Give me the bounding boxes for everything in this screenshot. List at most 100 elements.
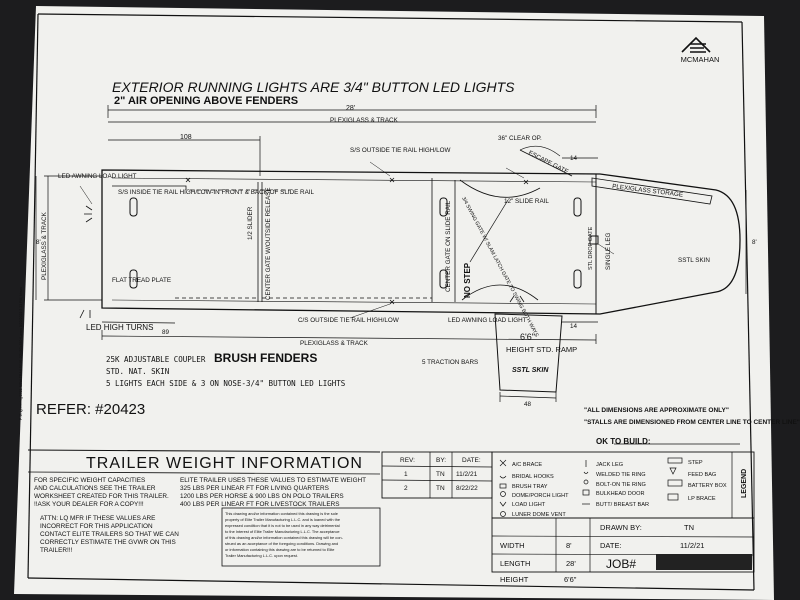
svg-text:LUNER DOME VENT: LUNER DOME VENT: [512, 512, 566, 518]
spec-fenders: BRUSH FENDERS: [214, 351, 317, 365]
svg-text:WIDTH: WIDTH: [500, 541, 525, 550]
dim-ramp-width: 48: [524, 401, 532, 408]
spec-skin: STD. NAT. SKIN: [106, 367, 169, 376]
svg-text:11/2/21: 11/2/21: [680, 541, 704, 550]
dim-left-width: 8': [36, 239, 41, 246]
spec-lights: 5 LIGHTS EACH SIDE & 3 ON NOSE-3/4" BUTT…: [106, 379, 346, 388]
svg-text:ELITE TRAILER USES THESE VALUE: ELITE TRAILER USES THESE VALUES TO ESTIM…: [180, 477, 366, 484]
label-led-awning-top: LED AWNING LOAD LIGHT: [58, 173, 137, 180]
disclaimer-approx: "ALL DIMENSIONS ARE APPROXIMATE ONLY": [584, 407, 729, 414]
dim-14-bottom: 14: [570, 323, 578, 330]
led-light-markers: [79, 177, 529, 319]
svg-text:expressed condition that it is: expressed condition that it is not to be…: [225, 523, 340, 528]
svg-text:A/C BRACE: A/C BRACE: [512, 462, 542, 468]
label-cs-outside-tie: C/S OUTSIDE TIE RAIL HIGH/LOW: [298, 317, 399, 324]
logo-mark: [681, 36, 711, 53]
weight-right-text: ELITE TRAILER USES THESE VALUES TO ESTIM…: [180, 477, 366, 508]
weight-left-text: FOR SPECIFIC WEIGHT CAPACITIES AND CALCU…: [34, 477, 169, 508]
svg-text:DOME/PORCH LIGHT: DOME/PORCH LIGHT: [512, 493, 569, 499]
svg-text:6'6": 6'6": [564, 575, 577, 584]
label-plexiglass-top: PLEXIGLASS & TRACK: [330, 117, 399, 124]
svg-text:TN: TN: [436, 471, 445, 478]
svg-text:REV:: REV:: [400, 457, 415, 464]
svg-text:property of Elite Trailer Manu: property of Elite Trailer Manufacturing …: [225, 517, 340, 522]
label-plexiglass-bottom: PLEXIGLASS & TRACK: [300, 340, 369, 347]
disclaimer-stalls: "STALLS ARE DIMENSIONED FROM CENTER LINE…: [584, 419, 800, 426]
legend-col-3: STEP FEED BAG BATTERY BOX LP BRACE: [688, 460, 727, 502]
label-led-awning-bottom: LED AWNING LOAD LIGHT: [448, 317, 527, 324]
spec-coupler: 25K ADJUSTABLE COUPLER: [106, 355, 206, 364]
svg-text:LENGTH: LENGTH: [500, 559, 530, 568]
svg-text:325 LBS PER LINEAR FT FOR LIVI: 325 LBS PER LINEAR FT FOR LIVING QUARTER…: [180, 485, 329, 492]
svg-text:strued as an acceptance of the: strued as an acceptance of the foregoing…: [225, 541, 338, 546]
svg-text:8': 8': [566, 541, 572, 550]
trailer-outline: [101, 169, 741, 315]
dim-overall-length: 28': [346, 105, 355, 112]
svg-text:DATE:: DATE:: [600, 541, 622, 550]
weight-title: TRAILER WEIGHT INFORMATION: [86, 455, 363, 472]
svg-text:to the Interest of Elite Trail: to the Interest of Elite Trailer Manufac…: [225, 529, 340, 534]
svg-text:Trailer Manufacturing L.L.C. u: Trailer Manufacturing L.L.C. upon reques…: [225, 553, 298, 558]
svg-text:TN: TN: [684, 523, 694, 532]
title-block: DRAWN BY: TN WIDTH 8' DATE: 11/2/21 LENG…: [500, 523, 704, 584]
svg-text:BRIDAL HOOKS: BRIDAL HOOKS: [512, 474, 554, 480]
svg-text:BOLT-ON TIE RING: BOLT-ON TIE RING: [596, 482, 646, 488]
svg-text:1: 1: [404, 471, 408, 478]
label-slide-rail: 12" SLIDE RAIL: [504, 198, 549, 205]
dim-front-section: 108: [180, 134, 192, 141]
svg-text:LP BRACE: LP BRACE: [688, 496, 716, 502]
dim-14-top: 14: [570, 155, 578, 162]
svg-text:DRAWN BY:: DRAWN BY:: [600, 523, 642, 532]
label-center-gate-release: CENTER GATE W/OUTSIDE RELEASE: [265, 187, 272, 300]
svg-text:TRAILER!!!: TRAILER!!!: [40, 547, 73, 554]
weight-attn-text: ATTN: LQ MFR IF THESE VALUES ARE INCORRE…: [40, 515, 179, 554]
legend-col-2: JACK LEG WELDED TIE RING BOLT-ON TIE RIN…: [596, 462, 649, 508]
label-slider: 1/2 SLIDER: [247, 206, 254, 240]
svg-text:FOR SPECIFIC WEIGHT CAPACITIES: FOR SPECIFIC WEIGHT CAPACITIES: [34, 477, 145, 484]
svg-text:STEP: STEP: [688, 460, 703, 466]
legal-notice: This drawing and/or information containe…: [225, 511, 344, 558]
svg-text:28': 28': [566, 559, 576, 568]
svg-text:BUTT/ BREAST BAR: BUTT/ BREAST BAR: [596, 502, 649, 508]
svg-text:or information containing this: or information containing this drawing a…: [225, 547, 334, 552]
label-ss-inside-tie: S/S INSIDE TIE RAIL HIGH/LOW-IN FRONT & …: [118, 189, 315, 196]
svg-text:400 LBS PER LINEAR FT FOR LIVE: 400 LBS PER LINEAR FT FOR LIVESTOCK TRAI…: [180, 501, 339, 508]
svg-text:1200 LBS PER HORSE & 900 LBS O: 1200 LBS PER HORSE & 900 LBS ON POLO TRA…: [180, 493, 344, 500]
label-center-gate-rail: CENTER GATE ON SLIDE RAIL: [445, 200, 452, 292]
label-escape-gate: ESCAPE GATE: [527, 150, 569, 176]
dim-bottom-left: 89: [162, 329, 170, 336]
note-line-1: EXTERIOR RUNNING LIGHTS ARE 3/4" BUTTON …: [112, 79, 515, 95]
label-clear-op: 36" CLEAR OP.: [498, 135, 542, 142]
label-plexiglass-storage: PLEXIGLASS STORAGE: [612, 183, 684, 199]
svg-text:TN: TN: [436, 485, 445, 492]
ok-to-build-label: OK TO BUILD:: [596, 437, 651, 446]
logo-name: MCMAHAN: [681, 55, 720, 64]
svg-text:INCORRECT FOR THIS APPLICATION: INCORRECT FOR THIS APPLICATION: [40, 523, 153, 530]
note-line-2: 2" AIR OPENING ABOVE FENDERS: [114, 95, 298, 107]
file-path: P:\Engineering\2021 NEW TRAILS\181-22\48…: [19, 287, 23, 420]
svg-text:WORKSHEET CREATED FOR THIS TRA: WORKSHEET CREATED FOR THIS TRAILER.: [34, 493, 169, 500]
dim-right-width: 8': [752, 239, 757, 246]
svg-text:2: 2: [404, 485, 408, 492]
legend-col-1: A/C BRACE BRIDAL HOOKS BRUSH TRAY DOME/P…: [512, 462, 569, 518]
redacted-job-number: [656, 554, 752, 570]
revision-table: REV: BY: DATE: 1 TN 11/2/21 2 TN 8/22/22: [400, 457, 481, 492]
ramp-skin: SSTL SKIN: [512, 367, 549, 374]
ramp-label: HEIGHT STD. RAMP: [506, 345, 577, 354]
svg-text:This drawing and/or informatio: This drawing and/or information containe…: [225, 511, 338, 516]
svg-text:DATE:: DATE:: [462, 457, 481, 464]
svg-text:FEED BAG: FEED BAG: [688, 472, 716, 478]
label-single-leg: SINGLE LEG: [605, 232, 612, 270]
svg-text:BATTERY BOX: BATTERY BOX: [688, 483, 727, 489]
svg-text:BY:: BY:: [436, 457, 446, 464]
svg-text:BRUSH TRAY: BRUSH TRAY: [512, 484, 548, 490]
ramp-height: 6'6": [520, 332, 535, 342]
svg-text:AND CALCULATIONS SEE THE TRAIL: AND CALCULATIONS SEE THE TRAILER: [34, 485, 156, 492]
label-ss-outside-tie: S/S OUTSIDE TIE RAIL HIGH/LOW: [350, 147, 450, 154]
spec-traction: 5 TRACTION BARS: [422, 359, 478, 366]
svg-text:HEIGHT: HEIGHT: [500, 575, 529, 584]
svg-text:of this drawing and/or informa: of this drawing and/or information conta…: [225, 535, 344, 540]
svg-text:BULKHEAD DOOR: BULKHEAD DOOR: [596, 491, 645, 497]
